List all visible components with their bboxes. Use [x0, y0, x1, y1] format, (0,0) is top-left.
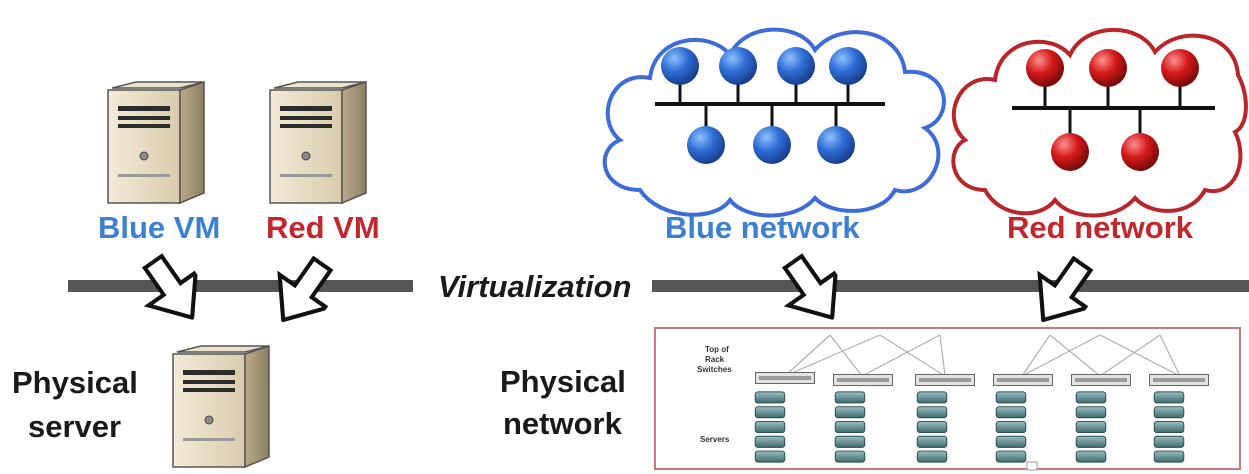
physical-network-label-line1: Physical [500, 364, 626, 399]
physical-server-label-line1: Physical [12, 365, 138, 400]
virtualization-bar-right [652, 280, 1249, 292]
physical-server-label-line2: server [28, 409, 121, 444]
blue-node [753, 126, 791, 164]
red-node [1121, 133, 1159, 171]
blue-node [817, 126, 855, 164]
blue-network-topology [655, 47, 885, 164]
red-node [1026, 49, 1064, 87]
tor-label-line2: Rack [705, 355, 725, 364]
arrow-icon [260, 248, 346, 337]
connector-icon [1026, 461, 1038, 471]
rack-server-icon [916, 391, 948, 463]
tor-switch-icon [1148, 374, 1210, 386]
blue-node [661, 47, 699, 85]
red-vm-label: Red VM [266, 210, 380, 245]
tor-switch-icon [914, 374, 976, 386]
blue-node [719, 47, 757, 85]
physical-server-icon [172, 345, 270, 468]
tor-switch-icon [754, 372, 816, 384]
blue-node [829, 47, 867, 85]
blue-node [777, 47, 815, 85]
blue-vm-server-icon [107, 81, 205, 204]
virtualization-label: Virtualization [438, 269, 631, 304]
rack-server-icon [1075, 391, 1107, 463]
physical-network-label-line2: network [503, 406, 623, 441]
blue-network-label: Blue network [665, 210, 860, 245]
rack-server-icon [1153, 391, 1185, 463]
red-node [1161, 49, 1199, 87]
tor-label-line3: Switches [697, 365, 732, 374]
blue-node [687, 126, 725, 164]
virtualization-bar-left [68, 280, 413, 292]
arrow-icon [1020, 248, 1106, 337]
red-vm-server-icon [269, 81, 367, 204]
tor-switch-icon [1070, 374, 1132, 386]
rack-server-icon [754, 391, 786, 463]
red-network-label: Red network [1007, 210, 1194, 245]
tor-switch-icon [992, 374, 1054, 386]
red-node [1089, 49, 1127, 87]
servers-label: Servers [700, 435, 730, 444]
data-center-diagram: Top of Rack Switches Servers [654, 327, 1241, 471]
blue-network-cloud-icon [602, 27, 946, 218]
red-node [1051, 133, 1089, 171]
red-network-topology [1012, 49, 1215, 171]
rack-server-icon [834, 391, 866, 463]
rack-server-icon [995, 391, 1027, 463]
tor-switch-icon [832, 374, 894, 386]
tor-label-line1: Top of [705, 345, 729, 354]
blue-vm-label: Blue VM [98, 210, 220, 245]
